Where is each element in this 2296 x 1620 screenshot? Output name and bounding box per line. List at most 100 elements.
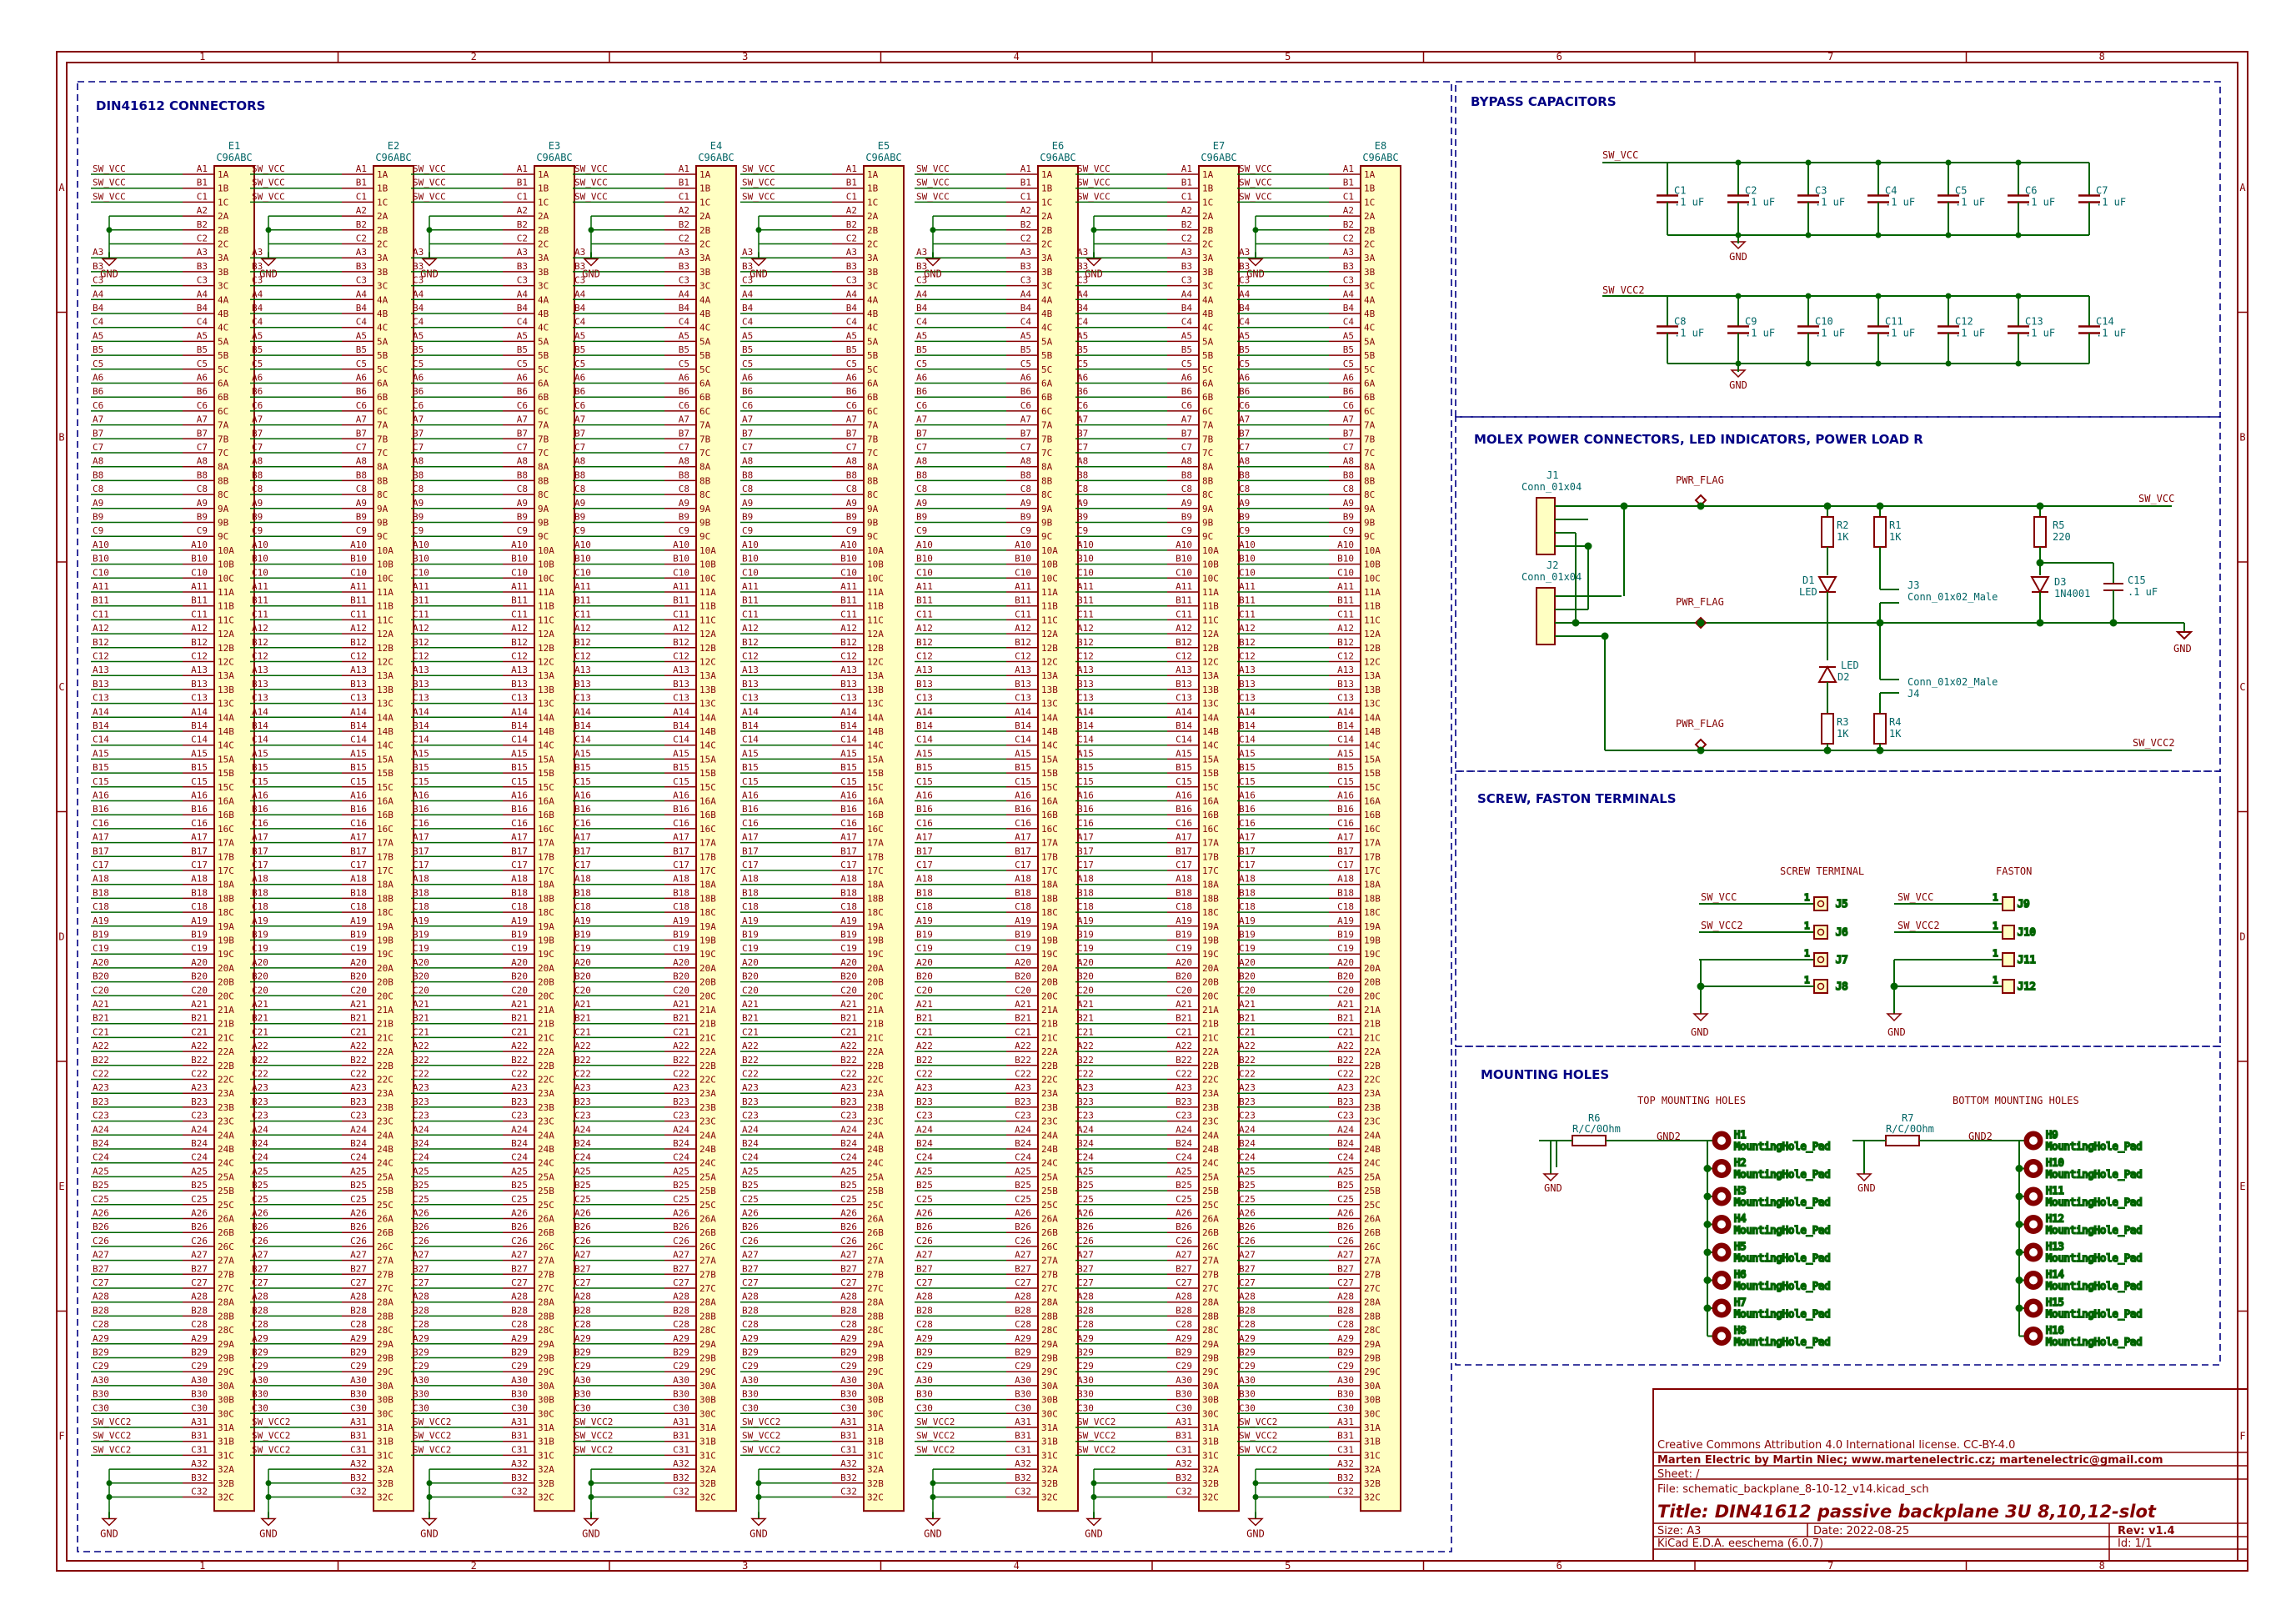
net-label: C26 xyxy=(413,1236,429,1246)
pin-name: 29A xyxy=(1364,1339,1381,1350)
pin-name: 6C xyxy=(538,406,549,417)
net-label: B27 xyxy=(574,1263,591,1274)
net-label: B17 xyxy=(574,845,591,856)
pin-number: C16 xyxy=(350,818,367,829)
gnd-symbol-bottom-e7-label: GND xyxy=(1085,1528,1103,1540)
pin-name: 10A xyxy=(377,545,394,556)
pin-name: 5A xyxy=(1041,336,1053,347)
pin-number: C2 xyxy=(1181,233,1192,244)
pin-name: 11C xyxy=(867,614,884,625)
net-label: C21 xyxy=(93,1026,109,1037)
pin-number: A7 xyxy=(1343,414,1354,425)
net-label: SW_VCC xyxy=(742,163,775,174)
pin-name: 10B xyxy=(867,559,884,570)
pin-number: A26 xyxy=(350,1208,367,1219)
net-label: A24 xyxy=(1239,1124,1256,1135)
pin-name: 22A xyxy=(1364,1046,1381,1057)
net-label: C17 xyxy=(742,860,759,870)
pin-number: B18 xyxy=(1337,887,1354,898)
pin-number: A5 xyxy=(846,330,857,341)
pin-number: A11 xyxy=(1015,581,1031,592)
pin-number: C20 xyxy=(840,985,857,996)
pin-number: B32 xyxy=(673,1472,689,1483)
pin-name: 6B xyxy=(1041,392,1053,403)
net-label: B14 xyxy=(916,720,933,731)
pin-name: 16B xyxy=(867,810,884,820)
junction-dot xyxy=(2015,1221,2023,1228)
connector-ref-e3: E3 xyxy=(549,140,560,152)
pin-name: 2B xyxy=(867,225,879,236)
screw-terminal-ref-j5: J5 xyxy=(1836,898,1847,910)
pin-name: 2C xyxy=(699,239,710,250)
net-label: B4 xyxy=(742,303,754,313)
net-label: A21 xyxy=(252,999,268,1010)
net-label: A24 xyxy=(413,1124,429,1135)
title-file: File: schematic_backplane_8-10-12_v14.ki… xyxy=(1657,1483,1929,1496)
pin-name: 12C xyxy=(867,657,884,668)
din-connector-e3: E3C96ABCA11ASW_VCCB11BSW_VCCC11CSW_VCCA2… xyxy=(411,140,575,1540)
title-tool: KiCad E.D.A. eeschema (6.0.7) xyxy=(1657,1537,1823,1550)
pin-number: A27 xyxy=(1176,1250,1192,1261)
pin-number: C21 xyxy=(1015,1026,1031,1037)
net-label: C7 xyxy=(574,442,585,453)
pin-name: 26C xyxy=(377,1241,394,1252)
pin-name: 31A xyxy=(699,1422,716,1433)
pin-number: B12 xyxy=(840,637,857,648)
pin-number: A27 xyxy=(511,1250,528,1261)
junction-dot xyxy=(1090,1494,1097,1500)
pin-name: 26B xyxy=(699,1227,716,1238)
net-label: B30 xyxy=(1239,1389,1256,1400)
pin-number: C22 xyxy=(1176,1069,1192,1080)
net-label: B3 xyxy=(252,261,263,272)
pin-number: B15 xyxy=(1337,762,1354,773)
net-label: B24 xyxy=(1077,1138,1094,1149)
pin-number: A27 xyxy=(350,1250,367,1261)
pin-number: C29 xyxy=(1176,1361,1192,1372)
pin-number: A2 xyxy=(1343,205,1354,216)
net-label: C26 xyxy=(252,1236,268,1246)
net-label: SW_VCC2 xyxy=(252,1444,290,1455)
pin-number: A6 xyxy=(846,373,857,384)
pin-number: C9 xyxy=(679,525,689,536)
pin-name: 25B xyxy=(1202,1186,1219,1196)
pin-number: B15 xyxy=(350,762,367,773)
net-label: C25 xyxy=(413,1194,429,1205)
net-label: B10 xyxy=(413,554,429,564)
pin-name: 14A xyxy=(1041,712,1058,723)
net-label: C29 xyxy=(252,1361,268,1372)
net-label: A27 xyxy=(916,1250,933,1261)
junction-dot xyxy=(1945,293,1952,299)
pin-number: A17 xyxy=(1015,832,1031,843)
pin-number: B30 xyxy=(1176,1389,1192,1400)
pin-name: 9C xyxy=(699,531,710,542)
pin-name: 18B xyxy=(699,893,716,904)
net-label: C3 xyxy=(742,275,753,286)
pin-number: A20 xyxy=(1015,957,1031,968)
net-label: C30 xyxy=(574,1402,591,1413)
pin-name: 28C xyxy=(218,1325,234,1336)
pin-name: 9C xyxy=(218,531,228,542)
net-label: A30 xyxy=(574,1375,591,1386)
pin-number: B15 xyxy=(511,762,528,773)
resistor-r6 xyxy=(1572,1135,1607,1146)
net-label: B17 xyxy=(742,845,759,856)
net-label: C14 xyxy=(1077,735,1094,745)
pin-name: 1C xyxy=(1364,197,1375,208)
pin-number: C26 xyxy=(511,1236,528,1246)
pin-number: B3 xyxy=(1020,261,1031,272)
net-label: A22 xyxy=(252,1041,268,1051)
net-label: B4 xyxy=(93,303,104,313)
pin-name: 30A xyxy=(218,1381,234,1392)
pin-name: 2A xyxy=(377,211,389,222)
pin-number: B30 xyxy=(1337,1389,1354,1400)
net-label: SW_VCC xyxy=(574,178,608,188)
pin-name: 32C xyxy=(699,1492,716,1503)
faston-terminal-ref-j10: J10 xyxy=(2018,926,2036,938)
pin-name: 23B xyxy=(377,1102,394,1113)
net-label: C27 xyxy=(413,1277,429,1288)
pin-name: 17A xyxy=(377,838,394,849)
pin-name: 28C xyxy=(538,1325,554,1336)
cap-value-c1: .1 uF xyxy=(1674,197,1704,208)
pin-number: B2 xyxy=(846,219,857,230)
net-label: A11 xyxy=(574,581,591,592)
